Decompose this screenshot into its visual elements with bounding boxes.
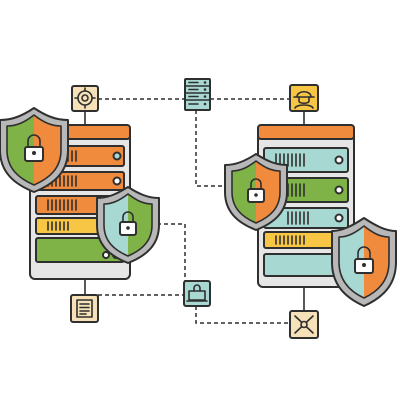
shield-right-lower <box>331 217 397 307</box>
padlock-icon <box>354 246 374 274</box>
right-rack-unit <box>263 231 349 249</box>
safe-icon <box>71 85 99 112</box>
broken-link-icon <box>289 310 319 339</box>
shield-middle-left <box>96 186 160 264</box>
shield-top-left <box>0 107 69 193</box>
hacker-icon <box>289 84 319 112</box>
padlock-icon <box>247 178 265 203</box>
server-list-icon <box>184 78 211 111</box>
locked-laptop-icon <box>183 280 211 307</box>
network-connections <box>98 98 290 324</box>
padlock-icon <box>119 211 137 236</box>
document-icon <box>70 294 99 323</box>
shield-right-upper <box>224 153 288 231</box>
padlock-icon <box>24 134 44 162</box>
node-stems <box>84 110 305 312</box>
